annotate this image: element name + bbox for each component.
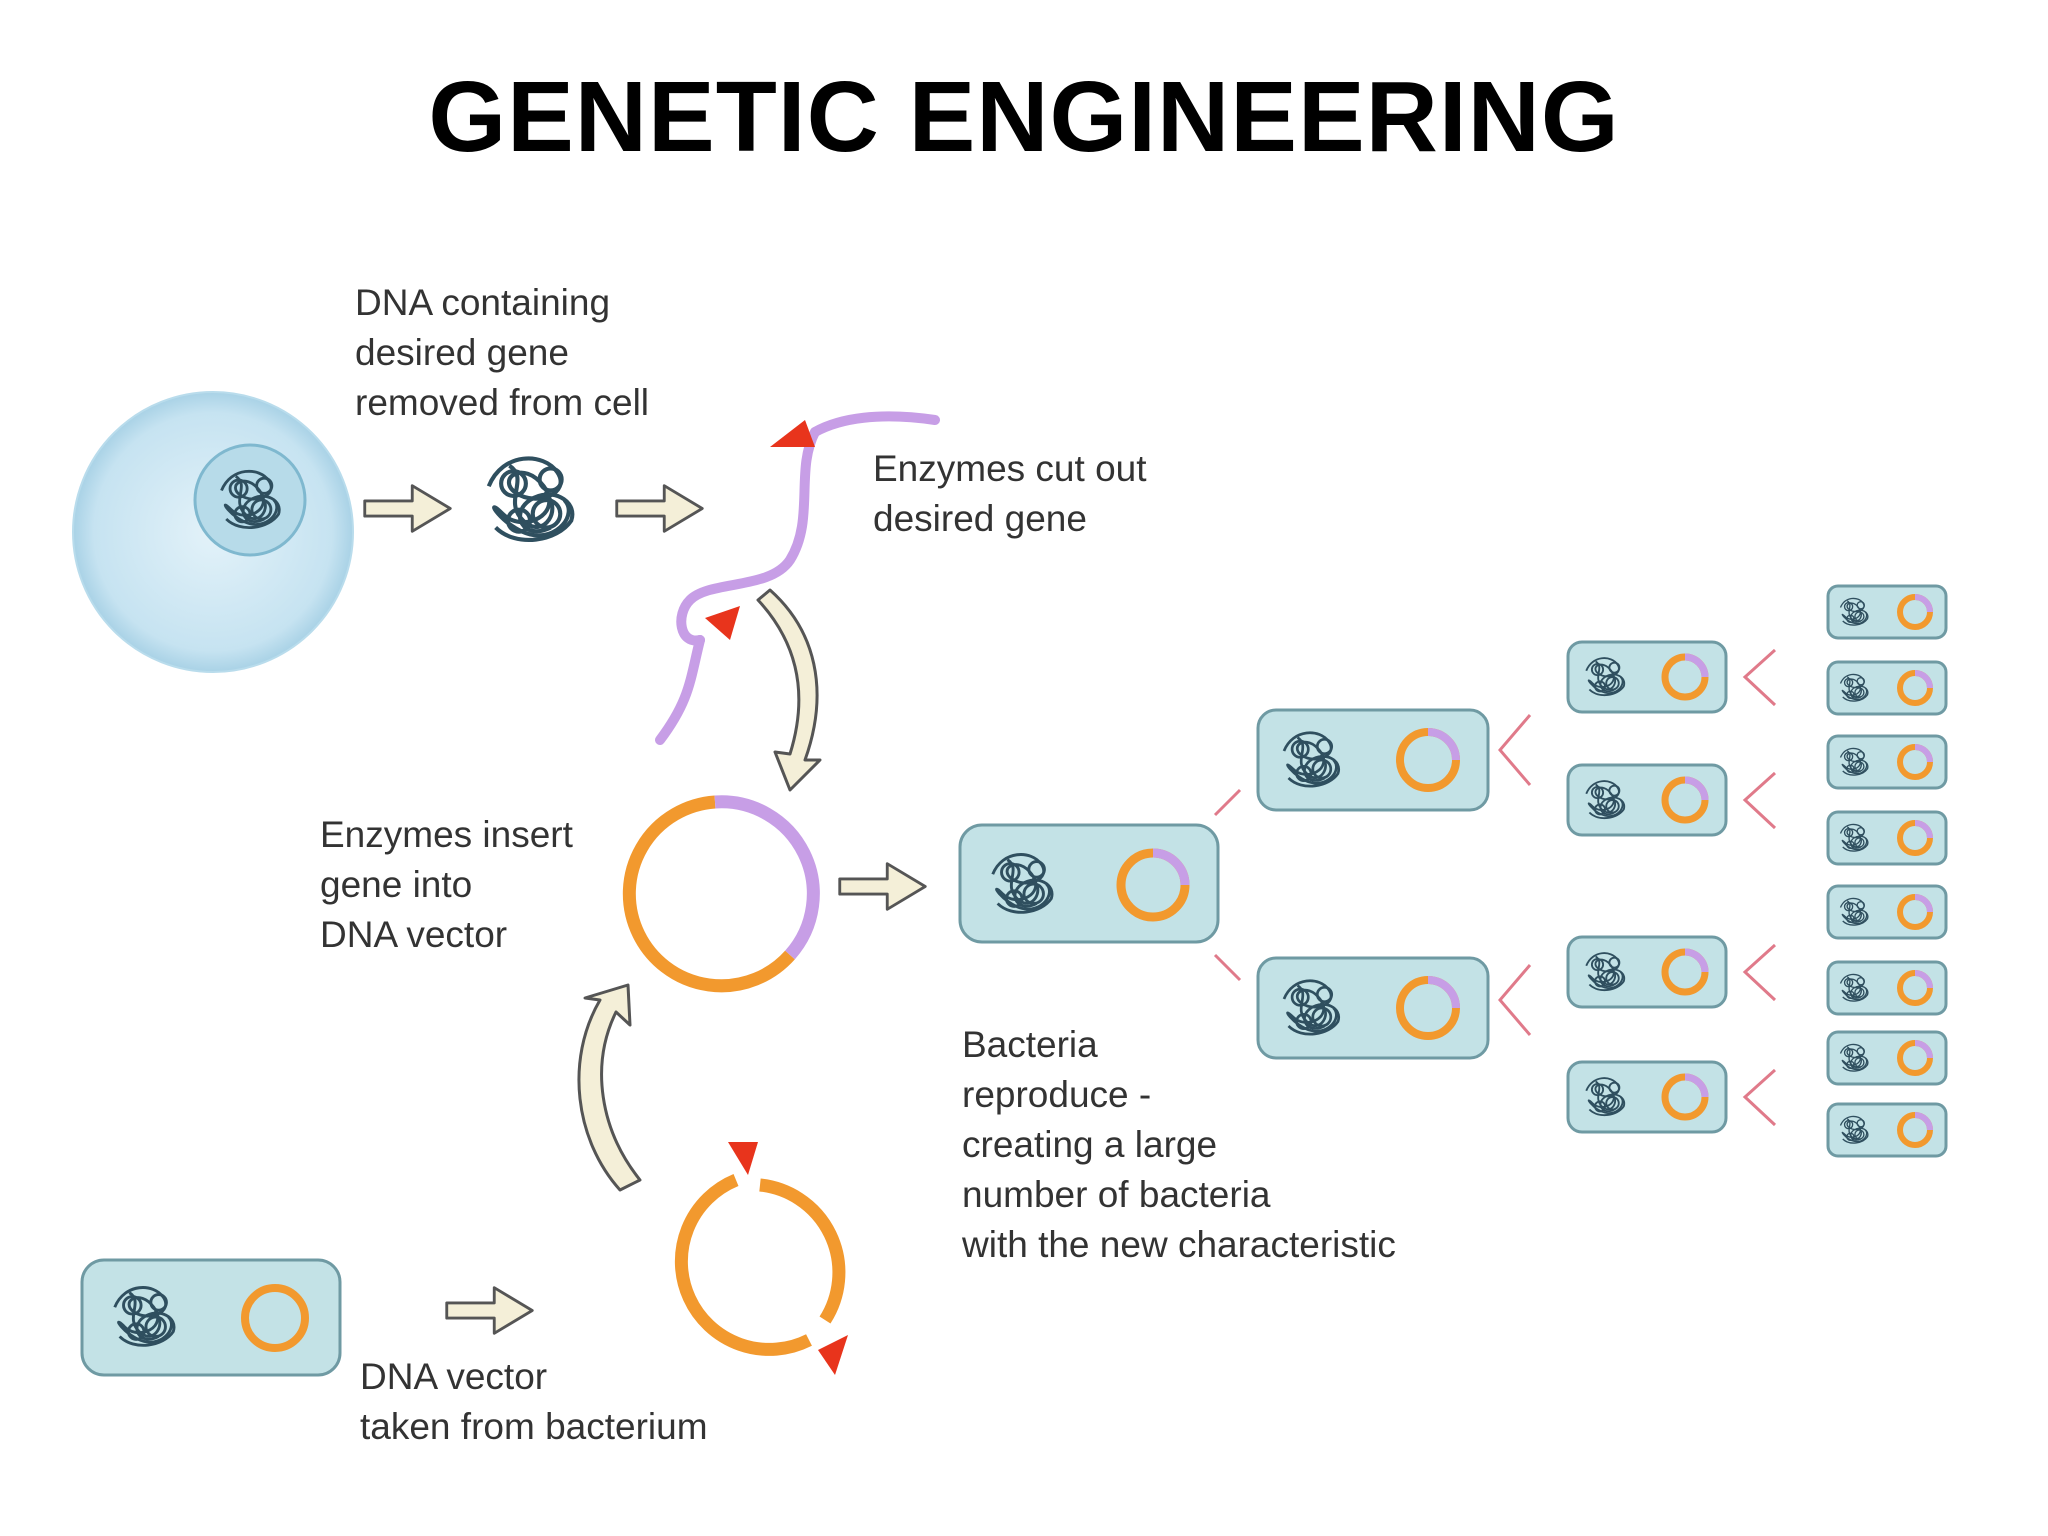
- recombinant-bacterium: [958, 823, 1220, 944]
- open-vector-plasmid: [674, 1173, 846, 1356]
- label-enzymes-cut: Enzymes cut out desired gene: [873, 448, 1147, 539]
- bacterium-gen3-1: [1826, 584, 1948, 640]
- bacteria-gen3: [1826, 584, 1948, 1158]
- bacterium-gen2-3: [1566, 935, 1728, 1009]
- arrow-bacterium-to-vector: [445, 1286, 534, 1335]
- page-title: GENETIC ENGINEERING: [428, 61, 1620, 173]
- bacterium-gen3-6: [1826, 960, 1948, 1016]
- arrow-cell-to-dna: [363, 484, 452, 533]
- bacteria-gen2: [1566, 640, 1728, 1134]
- bacterium-gen3-5: [1826, 884, 1948, 940]
- branch-gen2: [1498, 714, 1532, 1036]
- label-bacteria-reproduce: Bacteria reproduce - creating a large nu…: [962, 1024, 1396, 1265]
- enzyme-top: [770, 420, 815, 447]
- bacterium-gen2-4: [1566, 1060, 1728, 1134]
- cell: [72, 391, 354, 673]
- arrow-dna-to-gene: [615, 484, 704, 533]
- label-enzymes-insert: Enzymes insert gene into DNA vector: [320, 814, 573, 955]
- arrow-gene-to-insert: [756, 588, 822, 792]
- enzyme-vector-top: [728, 1142, 758, 1175]
- arrow-plasmid-to-bacterium: [838, 862, 927, 911]
- bacterium-gen3-3: [1826, 734, 1948, 790]
- enzyme-vector-bottom: [818, 1335, 848, 1375]
- bacterium-gen2-1: [1566, 640, 1728, 714]
- branch-gen3: [1742, 648, 1777, 1127]
- bacterium-gen1-top: [1256, 708, 1490, 812]
- bacterium-gen2-2: [1566, 763, 1728, 837]
- bacterium-gen3-2: [1826, 660, 1948, 716]
- bacterium-gen1-bottom: [1256, 956, 1490, 1060]
- bacterium-gen3-4: [1826, 810, 1948, 866]
- label-dna-vector: DNA vector taken from bacterium: [360, 1356, 708, 1447]
- cut-gene-strand: [655, 411, 940, 745]
- extracted-dna: [489, 458, 573, 540]
- enzyme-mid: [705, 606, 740, 640]
- arrow-vector-to-insert: [577, 983, 642, 1192]
- label-dna-containing: DNA containing desired gene removed from…: [355, 282, 650, 423]
- bacterium-gen3-8: [1826, 1102, 1948, 1158]
- source-bacterium: [80, 1258, 342, 1377]
- branch-gen1: [1213, 788, 1242, 982]
- recombinant-plasmid: [622, 795, 820, 993]
- bacterium-gen3-7: [1826, 1030, 1948, 1086]
